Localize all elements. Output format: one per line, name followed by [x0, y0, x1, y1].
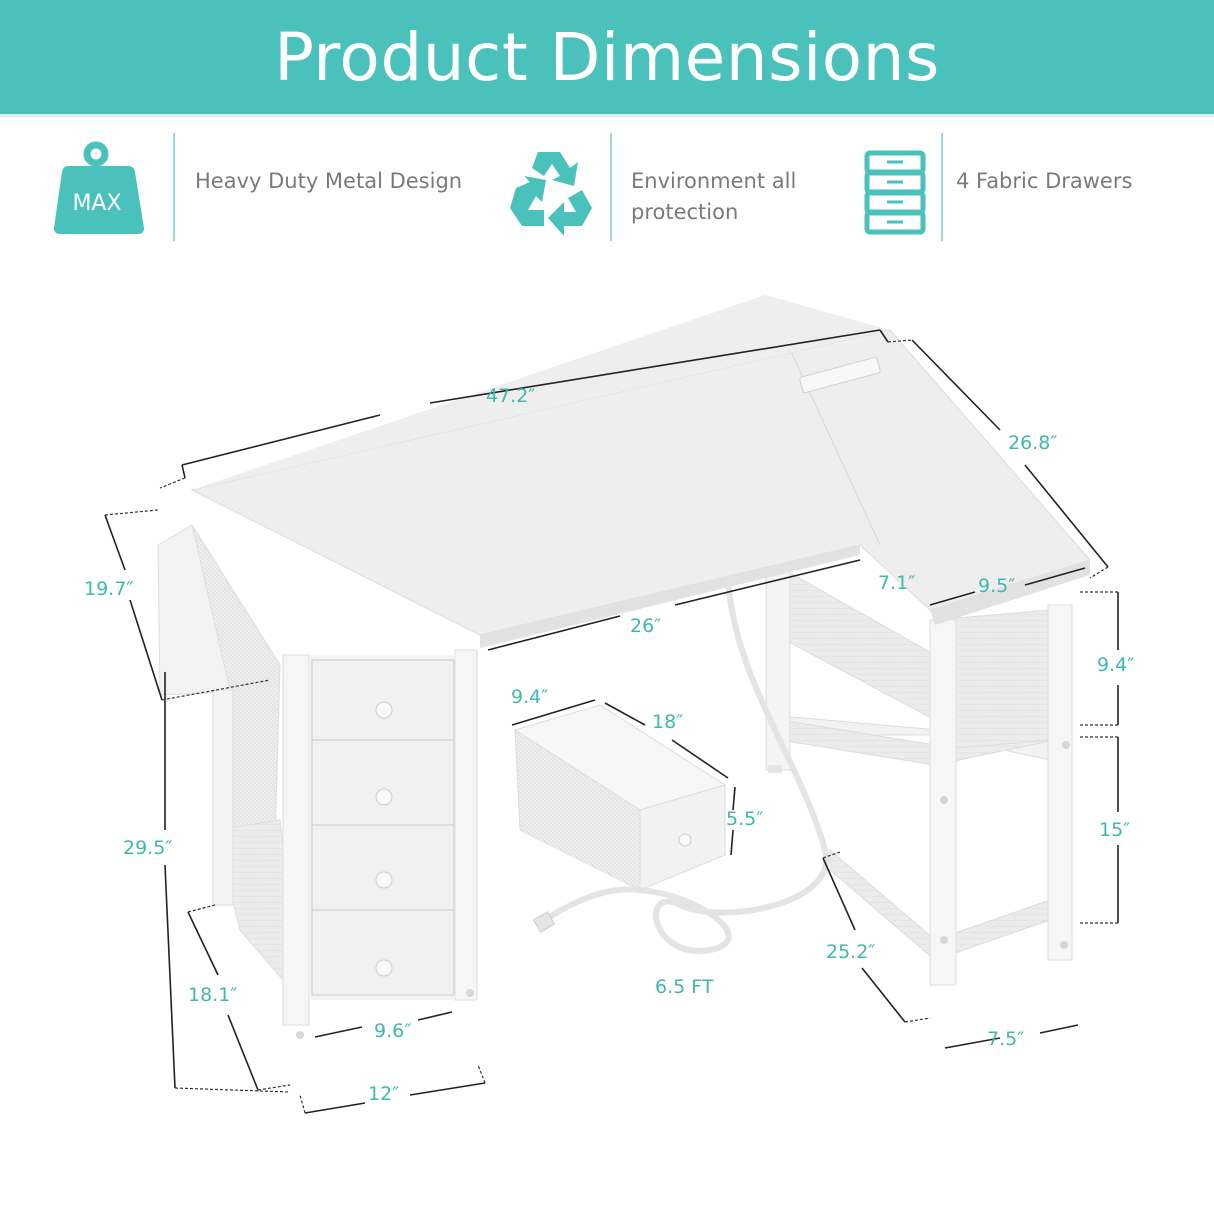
feature-heavy-duty: Heavy Duty Metal Design [195, 169, 463, 193]
dim-shelf-depth: 25.2″ [826, 941, 876, 963]
loose-drawer [513, 704, 727, 891]
dim-drawer-width: 9.4″ [511, 686, 549, 708]
page-title: Product Dimensions [274, 18, 940, 96]
feature-drawers: 4 Fabric Drawers [956, 169, 1133, 193]
svg-text:MAX: MAX [72, 191, 121, 216]
right-shelf-unit [765, 569, 1073, 986]
dim-shelf-leg-width: 7.5″ [987, 1028, 1025, 1050]
recycle-icon [510, 152, 592, 236]
dim-drawer-depth: 18″ [652, 711, 684, 733]
feature-divider [941, 133, 943, 241]
banner-underline [0, 114, 1214, 117]
desk-illustration [104, 294, 1119, 1114]
dim-desk-height: 29.5″ [123, 837, 173, 859]
dim-lower-shelf-height: 15″ [1099, 819, 1131, 841]
dim-base-depth: 18.1″ [188, 984, 238, 1006]
dim-drawer-unit-width: 12″ [368, 1083, 400, 1105]
drawer-tower [282, 649, 478, 1039]
weight-max-icon: MAX [54, 141, 144, 234]
dim-drawer-front-width: 9.6″ [374, 1020, 412, 1042]
dim-inner-width: 26″ [630, 615, 662, 637]
feature-environment: Environment all protection [631, 166, 796, 228]
drawers-icon [864, 150, 926, 235]
dim-offset: 7.1″ [878, 572, 916, 594]
feature-divider [173, 133, 175, 241]
feature-environment-line2: protection [631, 200, 739, 224]
feature-row: MAX Heavy Duty Metal Design Environment … [0, 130, 1214, 245]
header-banner: Product Dimensions [0, 0, 1214, 114]
dim-return-length: 26.8″ [1008, 432, 1058, 454]
feature-divider [610, 133, 612, 241]
dim-upper-shelf-height: 9.4″ [1097, 654, 1135, 676]
dim-drawer-height: 5.5″ [726, 808, 764, 830]
feature-environment-line1: Environment all [631, 169, 797, 193]
dim-side-pocket-depth: 19.7″ [84, 578, 134, 600]
dim-return-width: 9.5″ [978, 575, 1016, 597]
dim-cord-length: 6.5 FT [655, 976, 714, 998]
dim-total-width: 47.2″ [486, 385, 536, 407]
